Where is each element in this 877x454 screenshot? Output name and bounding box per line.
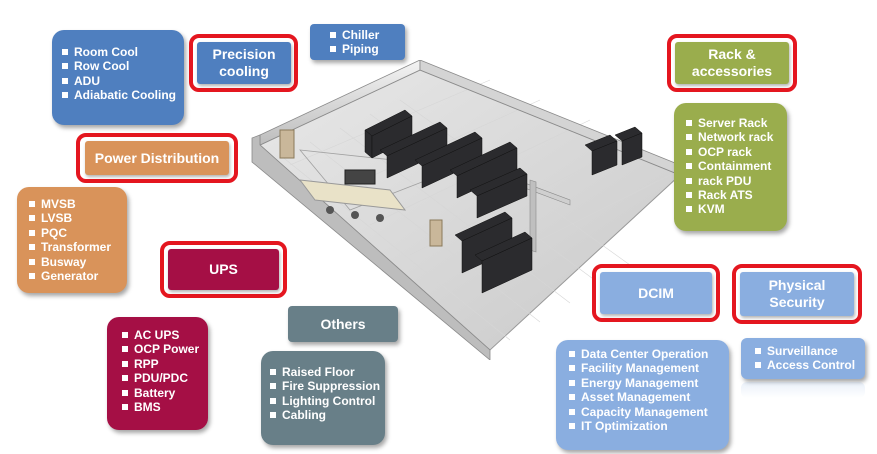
list-item: IT Optimization xyxy=(569,419,729,433)
dcim-list-card: Data Center Operation Facility Managemen… xyxy=(556,340,729,450)
list-item: Cabling xyxy=(270,408,385,422)
list-item: Piping xyxy=(330,42,405,56)
list-item: OCP rack xyxy=(686,145,787,159)
list-item: Busway xyxy=(29,255,127,269)
list-item: Access Control xyxy=(755,358,865,372)
list-item: ADU xyxy=(62,74,184,88)
list-item: Asset Management xyxy=(569,390,729,404)
list-item: Row Cool xyxy=(62,59,184,73)
others-label: Others xyxy=(288,306,398,342)
list-item: BMS xyxy=(122,400,208,414)
ups-list-card: AC UPS OCP Power RPP PDU/PDC Battery BMS xyxy=(107,317,208,430)
list-item: Data Center Operation xyxy=(569,347,729,361)
list-item: Fire Suppression xyxy=(270,379,385,393)
list-item: Surveillance xyxy=(755,344,865,358)
list-item: RPP xyxy=(122,357,208,371)
dcim-label: DCIM xyxy=(600,272,712,314)
precision-cooling-label: Precision cooling xyxy=(197,42,291,84)
cooling-list-card: Room Cool Row Cool ADU Adiabatic Cooling xyxy=(52,30,184,125)
rack-label: Rack & accessories xyxy=(675,42,789,84)
physical-security-reflection xyxy=(741,382,865,398)
list-item: Containment xyxy=(686,159,787,173)
list-item: Transformer xyxy=(29,240,127,254)
list-item: Raised Floor xyxy=(270,365,385,379)
list-item: LVSB xyxy=(29,211,127,225)
list-item: Chiller xyxy=(330,28,405,42)
list-item: Server Rack xyxy=(686,116,787,130)
list-item: Network rack xyxy=(686,130,787,144)
list-item: Battery xyxy=(122,386,208,400)
rack-list-card: Server Rack Network rack OCP rack Contai… xyxy=(674,103,787,231)
data-center-illustration xyxy=(251,60,681,360)
list-item: PQC xyxy=(29,226,127,240)
list-item: Rack ATS xyxy=(686,188,787,202)
list-item: KVM xyxy=(686,202,787,216)
others-list-card: Raised Floor Fire Suppression Lighting C… xyxy=(261,351,385,445)
list-item: Lighting Control xyxy=(270,394,385,408)
list-item: Room Cool xyxy=(62,45,184,59)
power-distribution-label: Power Distribution xyxy=(85,141,229,175)
cooling-chiller-card: Chiller Piping xyxy=(310,24,405,60)
list-item: rack PDU xyxy=(686,174,787,188)
power-distribution-list-card: MVSB LVSB PQC Transformer Busway Generat… xyxy=(17,187,127,293)
list-item: AC UPS xyxy=(122,328,208,342)
list-item: Energy Management xyxy=(569,376,729,390)
list-item: MVSB xyxy=(29,197,127,211)
list-item: PDU/PDC xyxy=(122,371,208,385)
list-item: Capacity Management xyxy=(569,405,729,419)
list-item: Generator xyxy=(29,269,127,283)
physical-security-list-card: Surveillance Access Control xyxy=(741,338,865,379)
physical-security-label: Physical Security xyxy=(740,272,854,316)
ups-label: UPS xyxy=(168,249,279,290)
list-item: OCP Power xyxy=(122,342,208,356)
list-item: Adiabatic Cooling xyxy=(62,88,184,102)
list-item: Facility Management xyxy=(569,361,729,375)
